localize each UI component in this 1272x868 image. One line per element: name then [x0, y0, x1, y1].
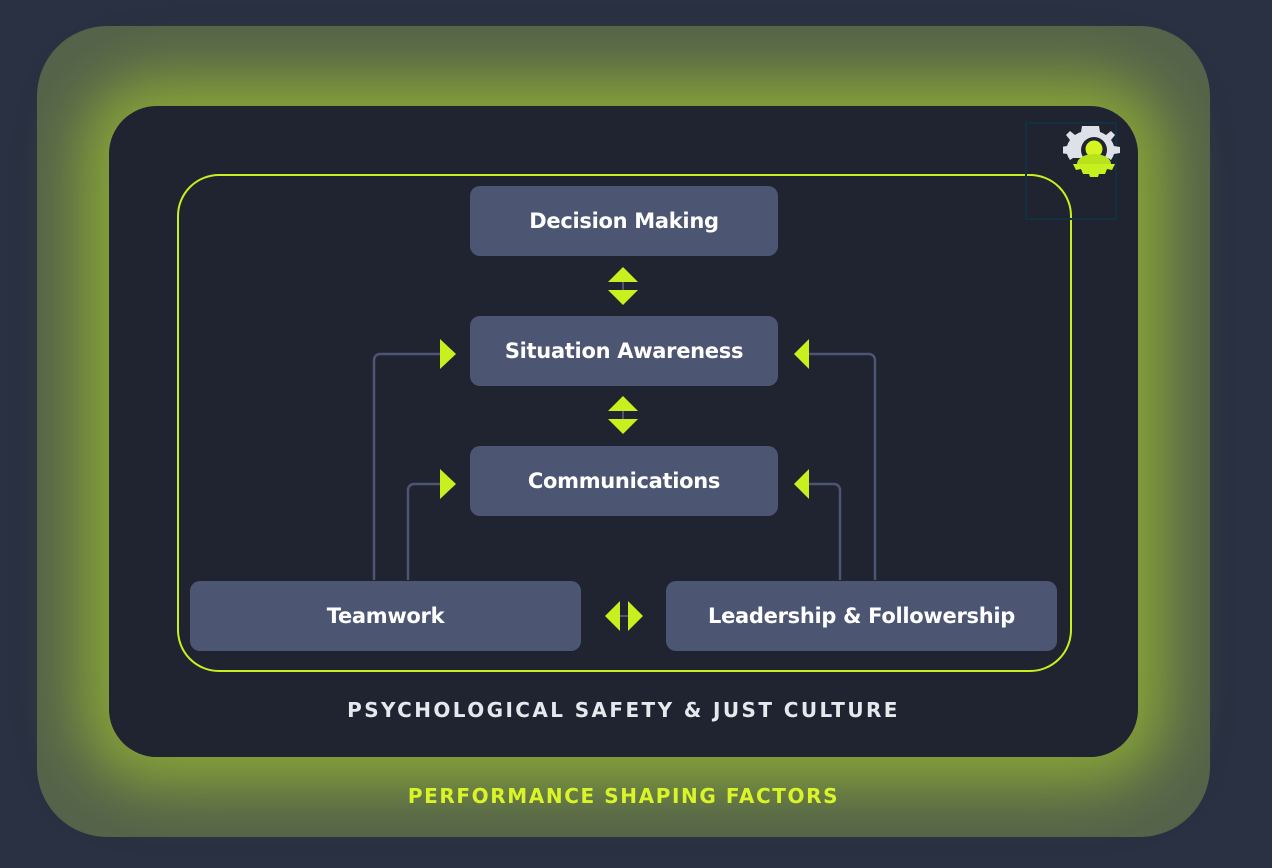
- node-label: Communications: [527, 469, 721, 493]
- node-situation-awareness: Situation Awareness: [470, 316, 778, 386]
- arrow-right-icon: [440, 469, 456, 499]
- node-teamwork: Teamwork: [190, 581, 581, 651]
- node-label: Leadership & Followership: [708, 604, 1015, 628]
- connector-leadership-to-communications: [809, 482, 842, 580]
- connector-leadership-to-situation-awareness: [809, 352, 877, 580]
- inner-region-label: PSYCHOLOGICAL SAFETY & JUST CULTURE: [347, 698, 900, 722]
- node-label: Teamwork: [326, 604, 445, 628]
- outer-region-label: PERFORMANCE SHAPING FACTORS: [407, 784, 840, 808]
- bidirectional-arrow-icon: [605, 601, 643, 631]
- bidirectional-arrow-icon: [608, 267, 638, 305]
- arrow-left-icon: [794, 339, 809, 369]
- core-skills-frame: [177, 174, 1072, 672]
- node-label: Decision Making: [529, 209, 719, 233]
- node-leadership-followership: Leadership & Followership: [666, 581, 1057, 651]
- arrow-right-icon: [440, 339, 456, 369]
- connector-teamwork-to-communications: [406, 482, 440, 580]
- node-communications: Communications: [470, 446, 778, 516]
- gear-person-icon: [1063, 126, 1120, 177]
- connector-teamwork-to-situation-awareness: [372, 352, 440, 580]
- node-decision-making: Decision Making: [470, 186, 778, 256]
- bidirectional-arrow-icon: [608, 396, 638, 434]
- icon-frame: [1025, 122, 1120, 220]
- arrow-left-icon: [794, 469, 809, 499]
- node-label: Situation Awareness: [504, 339, 744, 363]
